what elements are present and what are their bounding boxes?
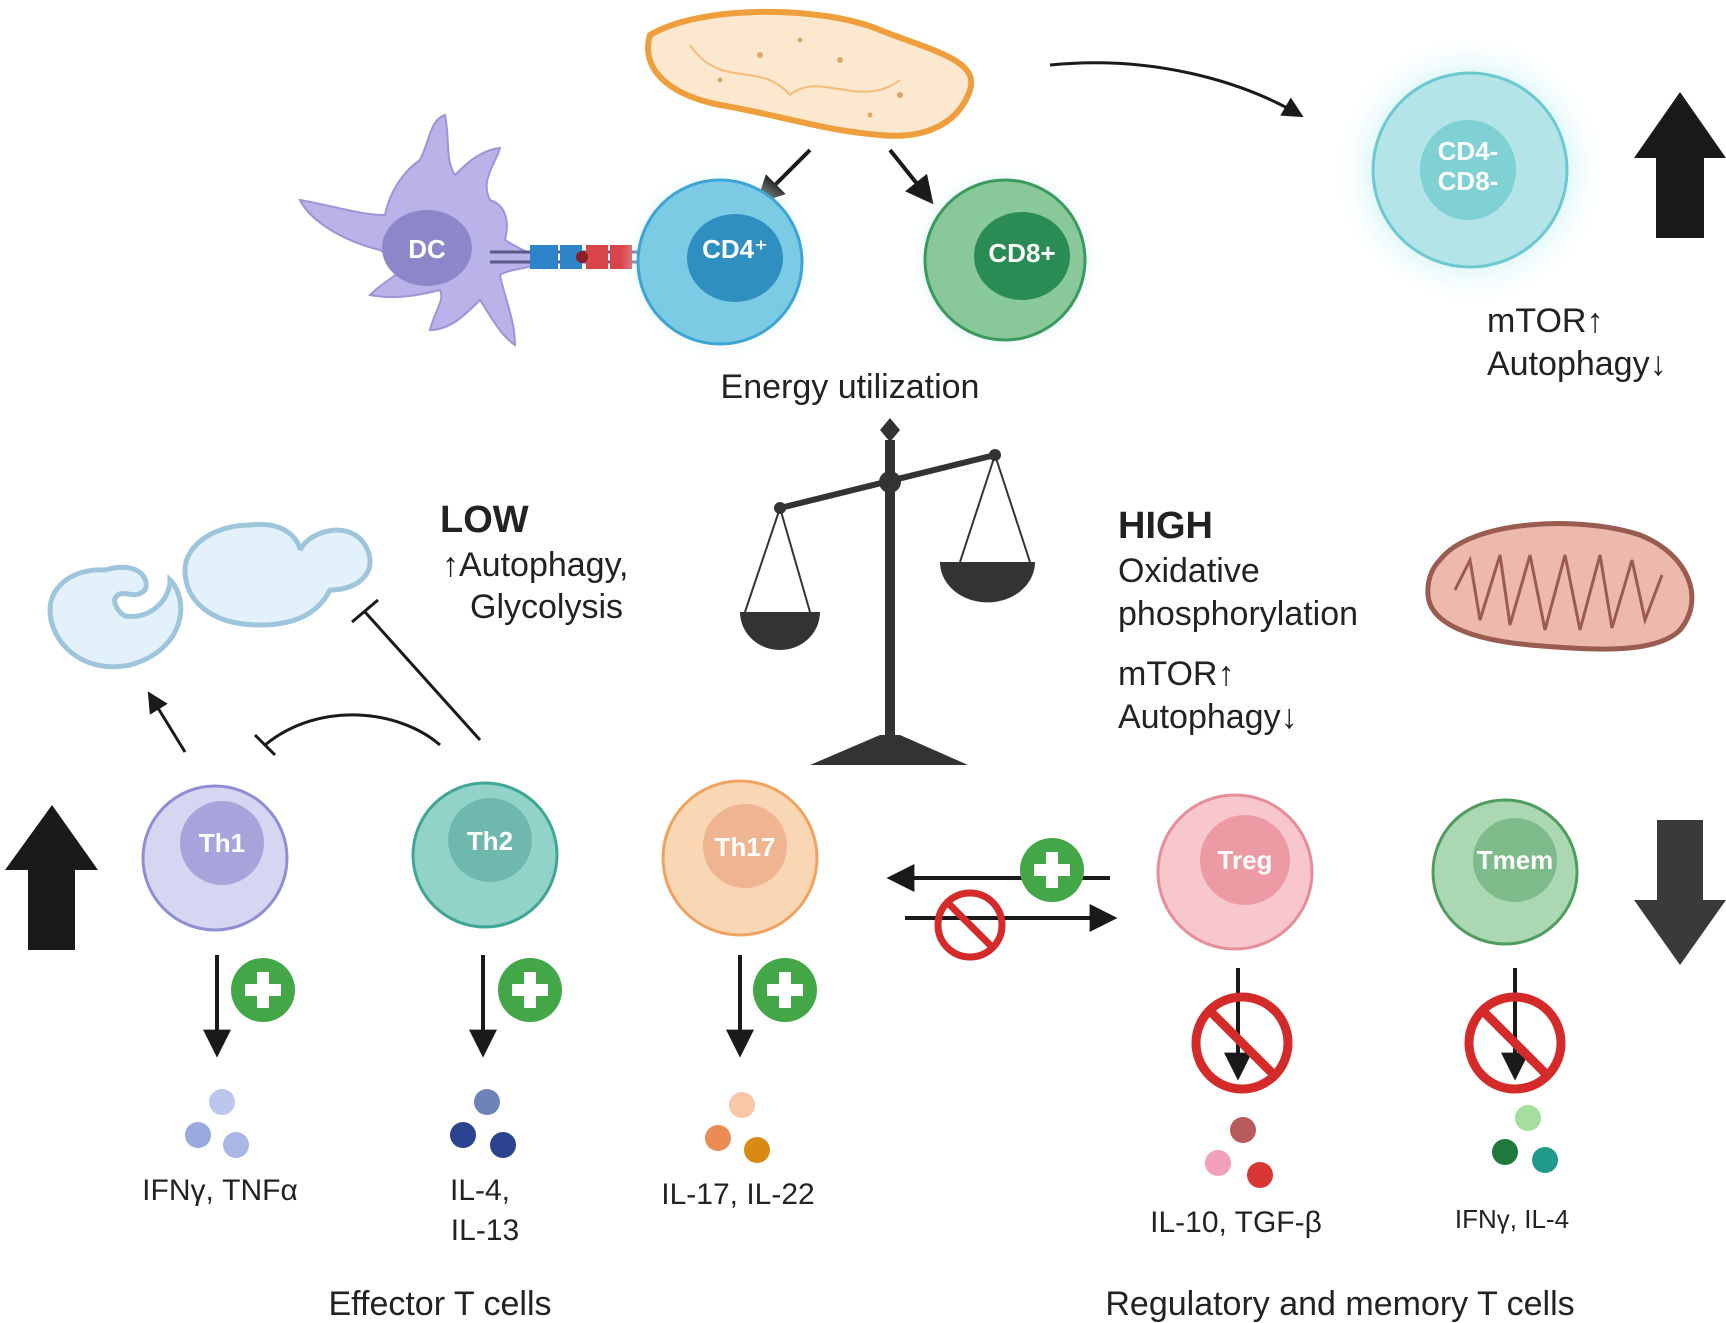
inhibit-th2-to-th1 bbox=[264, 713, 441, 747]
up-arrow-icon bbox=[1634, 92, 1726, 238]
dn-status-line1: mTOR↑ bbox=[1487, 302, 1603, 340]
prohibited-icon bbox=[1191, 992, 1293, 1094]
dn-status-line2: Autophagy↓ bbox=[1487, 345, 1667, 383]
arrow-to-double-negative bbox=[1049, 61, 1304, 118]
cd8-label: CD8+ bbox=[988, 238, 1055, 268]
tmem-output bbox=[1464, 968, 1566, 1094]
arrow-to-cd8 bbox=[888, 148, 934, 205]
mitochondrion-pink-icon bbox=[1425, 521, 1695, 652]
effector-group-label: Effector T cells bbox=[329, 1285, 552, 1323]
dn-label-line2: CD8- bbox=[1438, 166, 1499, 196]
th2-cell: Th2 bbox=[411, 781, 559, 929]
regulatory-group-label: Regulatory and memory T cells bbox=[1105, 1285, 1574, 1323]
cytokine-icon bbox=[185, 1089, 249, 1158]
th1-label: Th1 bbox=[199, 828, 245, 858]
mitochondrion-icon bbox=[645, 8, 975, 139]
treg-cell: Treg bbox=[1156, 793, 1314, 951]
up-arrow-icon bbox=[5, 805, 98, 950]
autophagosome-icon bbox=[47, 521, 373, 670]
high-line3: mTOR↑ bbox=[1118, 655, 1234, 693]
double-negative-cell: CD4- CD8- bbox=[1330, 30, 1610, 310]
th17-output bbox=[726, 955, 817, 1058]
cytokine-icon bbox=[450, 1089, 516, 1158]
th2-output bbox=[469, 955, 562, 1058]
th1-cytokines: IFNγ, TNFα bbox=[142, 1174, 298, 1207]
high-title: HIGH bbox=[1118, 505, 1213, 547]
low-line2: Glycolysis bbox=[470, 588, 623, 626]
th2-label: Th2 bbox=[467, 826, 513, 856]
high-line4: Autophagy↓ bbox=[1118, 698, 1298, 736]
treg-cytokines: IL-10, TGF-β bbox=[1150, 1206, 1322, 1239]
prohibited-icon bbox=[934, 889, 1006, 961]
cd8-cell: CD8+ bbox=[907, 162, 1103, 358]
tmem-cell: Tmem bbox=[1431, 798, 1579, 946]
th2-cytokines-line2: IL-13 bbox=[451, 1214, 519, 1247]
inhibit-th2-to-autophagosome bbox=[363, 610, 482, 742]
th17-cell: Th17 bbox=[661, 779, 819, 937]
low-line1: ↑Autophagy, bbox=[442, 546, 629, 584]
plus-icon bbox=[231, 958, 295, 1022]
plus-icon bbox=[1020, 838, 1084, 902]
th1-output bbox=[203, 955, 295, 1058]
th2-cytokines-line1: IL-4, bbox=[450, 1174, 510, 1207]
cytokine-icon bbox=[1492, 1105, 1558, 1173]
low-title: LOW bbox=[440, 499, 529, 541]
cytokine-icon bbox=[705, 1092, 770, 1163]
down-arrow-icon bbox=[1634, 820, 1726, 965]
dn-label-line1: CD4- bbox=[1438, 136, 1499, 166]
energy-utilization-label: Energy utilization bbox=[721, 368, 980, 406]
cd4-cell: CD4⁺ bbox=[620, 162, 820, 362]
high-line2: phosphorylation bbox=[1118, 595, 1358, 633]
arrow-th1-to-autophagosome bbox=[147, 691, 187, 753]
high-line1: Oxidative bbox=[1118, 552, 1260, 590]
plus-icon bbox=[753, 958, 817, 1022]
cytokine-icon bbox=[1205, 1117, 1273, 1188]
treg-output bbox=[1191, 968, 1293, 1094]
dendritic-cell: DC bbox=[298, 113, 547, 347]
th17-label: Th17 bbox=[715, 832, 776, 862]
dc-label: DC bbox=[408, 234, 446, 264]
treg-label: Treg bbox=[1218, 845, 1273, 875]
cd4-label: CD4⁺ bbox=[702, 234, 768, 264]
prohibited-icon bbox=[1464, 992, 1566, 1094]
balance-scale-icon bbox=[740, 418, 1035, 765]
th17-cytokines: IL-17, IL-22 bbox=[661, 1178, 814, 1211]
tmem-label: Tmem bbox=[1477, 845, 1554, 875]
tmem-cytokines: IFNγ, IL-4 bbox=[1455, 1204, 1569, 1234]
plus-icon bbox=[498, 958, 562, 1022]
th1-cell: Th1 bbox=[141, 784, 289, 932]
